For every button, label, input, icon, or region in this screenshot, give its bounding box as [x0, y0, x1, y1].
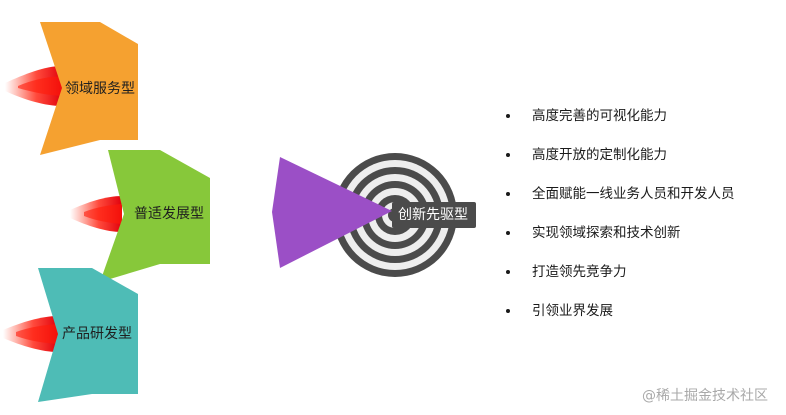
arrow-product-rd: 产品研发型 — [3, 268, 138, 402]
arrow-label: 产品研发型 — [62, 326, 132, 342]
bullet-dot — [506, 309, 510, 313]
flame-icon — [70, 196, 122, 232]
arrow-label: 普适发展型 — [134, 206, 204, 222]
pointer-triangle — [272, 157, 392, 268]
list-item-text: 高度完善的可视化能力 — [532, 108, 667, 124]
list-item: 打造领先竞争力 — [506, 259, 776, 298]
list-item: 高度完善的可视化能力 — [506, 103, 776, 142]
flame-icon — [5, 66, 62, 106]
bullet-dot — [506, 270, 510, 274]
arrow-general-development: 普适发展型 — [70, 150, 210, 282]
bullet-dot — [506, 192, 510, 196]
watermark: @稀土掘金技术社区 — [642, 388, 768, 404]
bullet-dot — [506, 114, 510, 118]
flame-icon — [3, 316, 58, 352]
list-item: 引领业界发展 — [506, 298, 776, 337]
list-item-text: 高度开放的定制化能力 — [532, 147, 667, 163]
list-item-text: 实现领域探索和技术创新 — [532, 225, 681, 241]
target: 创新先驱型 — [272, 153, 476, 277]
bullet-dot — [506, 153, 510, 157]
list-item: 高度开放的定制化能力 — [506, 142, 776, 181]
target-label: 创新先驱型 — [398, 207, 468, 223]
benefit-list: 高度完善的可视化能力 高度开放的定制化能力 全面赋能一线业务人员和开发人员 实现… — [506, 103, 776, 337]
list-item-text: 引领业界发展 — [532, 303, 613, 319]
bullet-dot — [506, 231, 510, 235]
target-label-bar — [392, 202, 476, 228]
list-item: 实现领域探索和技术创新 — [506, 220, 776, 259]
list-item: 全面赋能一线业务人员和开发人员 — [506, 181, 776, 220]
list-item-text: 打造领先竞争力 — [532, 264, 627, 280]
arrow-domain-service: 领域服务型 — [5, 22, 138, 155]
arrow-label: 领域服务型 — [65, 81, 135, 97]
list-item-text: 全面赋能一线业务人员和开发人员 — [532, 186, 735, 202]
